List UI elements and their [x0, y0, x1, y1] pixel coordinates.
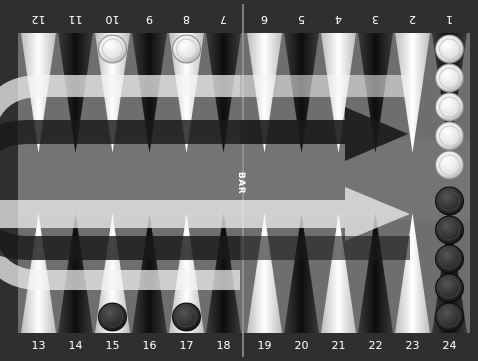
- point-label-1: 1: [446, 13, 453, 26]
- point-label-21: 21: [332, 339, 346, 352]
- point-label-10: 10: [106, 13, 120, 26]
- point-label-15: 15: [106, 339, 120, 352]
- point-label-5: 5: [298, 13, 305, 26]
- point-label-2: 2: [409, 13, 416, 26]
- point-label-24: 24: [443, 339, 457, 352]
- point-label-4: 4: [335, 13, 342, 26]
- white-arrow-upper-band: [240, 75, 410, 97]
- point-label-7: 7: [220, 13, 227, 26]
- point-label-3: 3: [372, 13, 379, 26]
- point-label-6: 6: [261, 13, 268, 26]
- point-label-9: 9: [146, 13, 153, 26]
- point-label-23: 23: [406, 339, 420, 352]
- point-label-19: 19: [258, 339, 272, 352]
- point-label-11: 11: [69, 13, 83, 26]
- point-label-20: 20: [295, 339, 309, 352]
- point-label-13: 13: [32, 339, 46, 352]
- point-label-17: 17: [180, 339, 194, 352]
- point-label-8: 8: [183, 13, 190, 26]
- point-label-16: 16: [143, 339, 157, 352]
- point-label-14: 14: [69, 339, 83, 352]
- point-label-22: 22: [369, 339, 383, 352]
- black-arrow-lower: [240, 236, 410, 260]
- bar-label: BAR: [236, 172, 246, 194]
- point-label-18: 18: [217, 339, 231, 352]
- point-label-12: 12: [32, 13, 46, 26]
